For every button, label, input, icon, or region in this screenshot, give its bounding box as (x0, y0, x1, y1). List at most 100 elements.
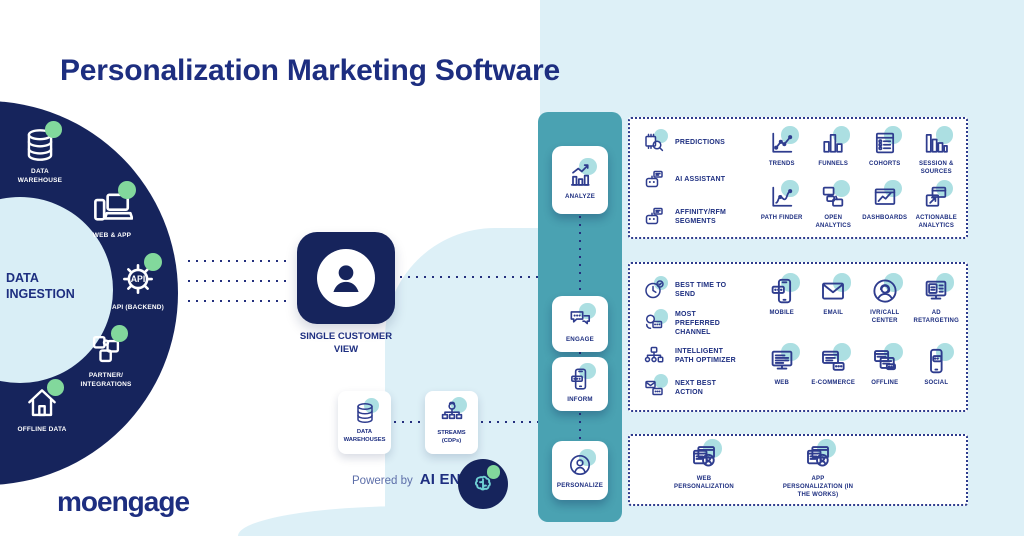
personalize-label: APP PERSONALIZATION (IN THE WORKS) (782, 476, 854, 499)
app-personalization-icon (803, 439, 836, 472)
tool-item: PATH FINDER (758, 179, 806, 232)
ingestion-item-label: OFFLINE DATA (17, 426, 67, 433)
ingestion-item-partner: PARTNER/ INTEGRATIONS (68, 325, 144, 390)
channel-label: WEB (774, 379, 790, 386)
email-icon (818, 273, 852, 306)
engage-inform-panel: BEST TIME TO SEND MOST PREFERRED CHANNEL… (628, 262, 968, 412)
feature-item: BEST TIME TO SEND (642, 275, 754, 302)
engage-features: BEST TIME TO SEND MOST PREFERRED CHANNEL… (642, 275, 754, 402)
brain-icon (468, 465, 501, 499)
channel-item: OFFLINE (861, 342, 909, 402)
data-warehouses-card: DATA WAREHOUSES (338, 391, 391, 454)
channel-label: SOCIAL (924, 379, 949, 386)
ad-monitor-icon (921, 273, 955, 306)
ingestion-title: DATA INGESTION (6, 271, 75, 301)
web-monitor-icon (767, 342, 800, 376)
channel-label: EMAIL (823, 310, 844, 316)
offline-windows-icon (870, 342, 903, 376)
stage-personalize: PERSONALIZE (552, 441, 608, 500)
chip-search-icon (642, 128, 669, 155)
tool-label: OPEN ANALYTICS (815, 214, 852, 229)
ingestion-item-web-app: WEB & APP (74, 180, 150, 241)
ingestion-item-label: DATA WAREHOUSE (17, 168, 63, 184)
house-icon (23, 379, 65, 422)
social-phone-icon (921, 342, 955, 376)
analyze-features: PREDICTIONS AI ASSISTANT AFFINITY/RFM SE… (642, 128, 754, 231)
api-gear-icon (117, 252, 163, 300)
cohorts-icon (871, 126, 902, 157)
single-customer-view-card (297, 232, 395, 324)
stage-label: INFORM (567, 395, 593, 403)
ingestion-item-data-warehouse: DATA WAREHOUSE (2, 121, 78, 186)
web-personalization-icon (689, 439, 722, 472)
channel-label: OFFLINE (871, 379, 899, 386)
stage-label: ENGAGE (565, 335, 595, 343)
tool-item: OPEN ANALYTICS (810, 179, 858, 232)
channel-label: MOBILE (769, 310, 795, 316)
tool-label: COHORTS (869, 161, 901, 167)
ingestion-item-api: API (BACKEND) (100, 252, 176, 313)
database-icon (21, 121, 63, 164)
ingestion-item-label: PARTNER/ INTEGRATIONS (80, 372, 132, 388)
channels-grid: MOBILE EMAIL IVR/CALL CENTER AD RETARGET… (758, 273, 960, 402)
dashboard-icon (871, 179, 902, 211)
stage-analyze: ANALYZE (552, 146, 608, 214)
stage-inform: INFORM (552, 357, 608, 411)
clock-icon (642, 275, 669, 302)
personalize-panel: WEB PERSONALIZATION APP PERSONALIZATION … (628, 434, 968, 506)
feature-item: AFFINITY/RFM SEGMENTS (642, 205, 754, 229)
dotted-connector (400, 276, 578, 278)
feature-item: AI ASSISTANT (642, 168, 754, 192)
ingestion-item-offline: OFFLINE DATA (4, 379, 80, 435)
tool-item: TRENDS (758, 126, 806, 178)
dotted-connector (481, 421, 578, 423)
scv-avatar (317, 249, 375, 307)
ai-engine-badge (458, 459, 508, 509)
stage-engage: ENGAGE (552, 296, 608, 352)
personalize-label: WEB PERSONALIZATION (674, 476, 734, 491)
channel-label: AD RETARGETING (913, 310, 959, 325)
chat-bubbles-icon (567, 302, 596, 332)
analyze-panel: PREDICTIONS AI ASSISTANT AFFINITY/RFM SE… (628, 117, 968, 239)
channel-item: EMAIL (810, 273, 858, 341)
dotted-connector (394, 421, 423, 423)
feature-label: NEXT BEST ACTION (675, 379, 717, 396)
tool-label: FUNNELS (818, 161, 849, 167)
tool-label: DASHBOARDS (862, 214, 908, 221)
feature-label: AFFINITY/RFM SEGMENTS (675, 208, 727, 225)
ecommerce-icon (818, 342, 852, 376)
actionable-analytics-icon (922, 179, 954, 211)
feature-label: AI ASSISTANT (675, 176, 726, 184)
tool-label: ACTIONABLE ANALYTICS (915, 214, 957, 229)
stage-label: ANALYZE (564, 192, 596, 200)
feature-item: INTELLIGENT PATH OPTIMIZER (642, 344, 754, 368)
person-icon (325, 257, 367, 299)
trends-icon (768, 126, 799, 157)
feature-label: PREDICTIONS (675, 139, 726, 147)
dotted-connector (579, 413, 581, 440)
flow-tree-icon (642, 344, 666, 368)
tool-label: PATH FINDER (760, 214, 803, 221)
tool-item: ACTIONABLE ANALYTICS (913, 179, 961, 232)
feature-label: BEST TIME TO SEND (675, 281, 727, 298)
mobile-icon (767, 273, 800, 306)
channel-item: E-COMMERCE (810, 342, 858, 402)
channel-item: IVR/CALL CENTER (861, 273, 909, 341)
channel-label: E-COMMERCE (811, 379, 856, 386)
open-analytics-icon (819, 179, 851, 211)
tool-item: FUNNELS (810, 126, 858, 178)
channel-item: MOBILE (758, 273, 806, 341)
robot-icon (642, 205, 666, 229)
dotted-connector (188, 300, 292, 302)
session-bars-icon (922, 126, 954, 157)
phone-notification-icon (567, 362, 596, 392)
robot-icon (642, 168, 666, 192)
feature-label: INTELLIGENT PATH OPTIMIZER (675, 348, 736, 365)
dotted-connector (579, 352, 581, 357)
channel-item: WEB (758, 342, 806, 402)
streams-card: STREAMS (CDPs) (425, 391, 478, 454)
dotted-connector (188, 280, 292, 282)
ingestion-item-label: WEB & APP (92, 232, 132, 239)
analyze-tools-grid: TRENDS FUNNELS COHORTS SESSION & SOURCES… (758, 126, 961, 232)
